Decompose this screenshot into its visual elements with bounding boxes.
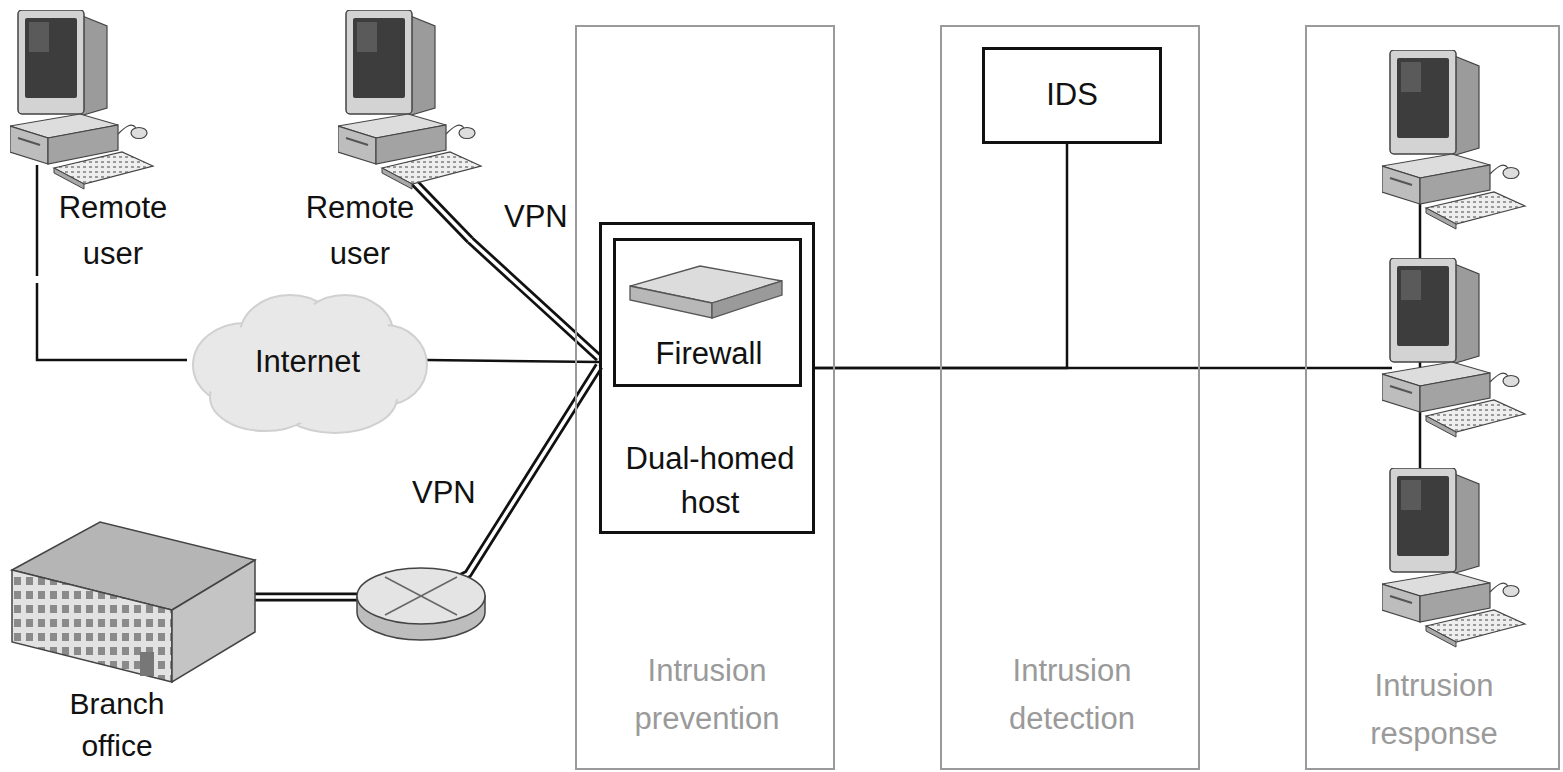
icon-node: Remote user bbox=[280, 15, 470, 283]
stage-label: Intrusion response bbox=[1319, 662, 1549, 758]
node-label: Internet bbox=[215, 339, 400, 385]
stage-band: Intrusion prevention Dual-homed host Firew… bbox=[575, 25, 835, 770]
node-label: Branch office bbox=[52, 683, 182, 767]
network-link bbox=[815, 368, 1305, 369]
computer-icon bbox=[1382, 468, 1525, 647]
network-link bbox=[426, 360, 599, 362]
computer-icon bbox=[10, 10, 153, 189]
wire-stub bbox=[36, 165, 39, 276]
stage-label: Intrusion prevention bbox=[592, 647, 822, 743]
firewall-appliance bbox=[630, 266, 782, 318]
device-box: IDS bbox=[982, 47, 1162, 144]
cloud-shape: Internet bbox=[185, 285, 430, 440]
link-label: VPN bbox=[500, 198, 572, 236]
icon-node: Remote user bbox=[10, 15, 185, 283]
computer-icon bbox=[1382, 50, 1525, 229]
node-label: Remote user bbox=[285, 185, 435, 277]
vpn-stub bbox=[412, 180, 471, 241]
node-label: Firewall bbox=[624, 334, 794, 374]
computer-icon bbox=[1382, 258, 1525, 437]
device-box: Firewall bbox=[613, 238, 802, 387]
link-label: VPN bbox=[408, 474, 480, 512]
node-label: Remote user bbox=[38, 185, 188, 277]
vpn-stub bbox=[412, 180, 470, 240]
network-link bbox=[37, 283, 187, 360]
building-icon bbox=[12, 522, 255, 682]
computer-icon bbox=[338, 10, 481, 189]
stage-band: Intrusion response bbox=[1305, 25, 1560, 770]
stage-band: Intrusion detection IDS bbox=[940, 25, 1200, 770]
icon-node: Branch office bbox=[5, 515, 260, 772]
device-box: Dual-homed host Firewall bbox=[599, 222, 815, 534]
node-label: IDS bbox=[995, 75, 1149, 115]
vpn-link bbox=[470, 240, 599, 358]
stage-label: Intrusion detection bbox=[957, 647, 1187, 743]
node-label: Dual-homed host bbox=[610, 437, 810, 525]
lan-wire bbox=[1305, 367, 1392, 370]
